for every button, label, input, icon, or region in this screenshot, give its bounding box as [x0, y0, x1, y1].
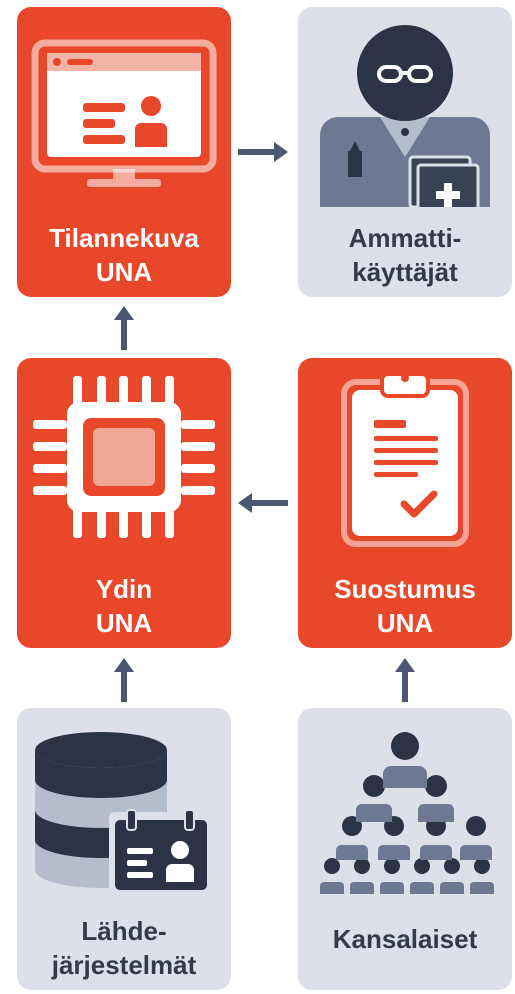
professional-user-icon: [320, 25, 490, 207]
clipboard-check-icon: [341, 372, 469, 547]
ammattikayttajat-line1: Ammatti-: [348, 223, 462, 253]
arrow-up-icon-lahde-to-ydin: [114, 658, 134, 702]
citizens-crowd-icon: [320, 732, 494, 894]
suostumus-line1: Suostumus: [334, 574, 476, 604]
tilannekuva-una-label: Tilannekuva UNA: [17, 221, 231, 289]
lahdejarjestelmat-label: Lähde- järjestelmät: [17, 914, 231, 982]
database-id-card-icon: [35, 732, 213, 892]
ydin-line1: Ydin: [95, 574, 153, 604]
kansalaiset-node: Kansalaiset: [298, 708, 512, 990]
ammattikayttajat-node: Ammatti- käyttäjät: [298, 7, 512, 297]
ammattikayttajat-line2: käyttäjät: [352, 257, 458, 287]
arrow-right-icon: [238, 142, 288, 162]
arrow-up-icon-kansalaiset-to-suostumus: [395, 658, 415, 702]
tilannekuva-una-node: Tilannekuva UNA: [17, 7, 231, 297]
processor-chip-icon: [33, 376, 215, 538]
suostumus-una-label: Suostumus UNA: [298, 572, 512, 640]
lahdejarjestelmat-line1: Lähde-: [81, 916, 167, 946]
lahdejarjestelmat-line2: järjestelmät: [51, 950, 197, 980]
lahdejarjestelmat-node: Lähde- järjestelmät: [17, 708, 231, 990]
ydin-line2: UNA: [95, 608, 153, 638]
tilannekuva-line1: Tilannekuva: [49, 223, 199, 253]
suostumus-una-node: Suostumus UNA: [298, 358, 512, 648]
kansalaiset-line1: Kansalaiset: [332, 924, 478, 954]
arrow-left-icon: [238, 493, 288, 513]
ydin-una-label: Ydin UNA: [17, 572, 231, 640]
tilannekuva-line2: UNA: [95, 257, 153, 287]
kansalaiset-label: Kansalaiset: [298, 922, 512, 956]
ammattikayttajat-label: Ammatti- käyttäjät: [298, 221, 512, 289]
monitor-dashboard-icon: [31, 39, 217, 187]
arrow-up-icon-ydin-to-tilannekuva: [114, 306, 134, 350]
suostumus-line2: UNA: [376, 608, 434, 638]
ydin-una-node: Ydin UNA: [17, 358, 231, 648]
